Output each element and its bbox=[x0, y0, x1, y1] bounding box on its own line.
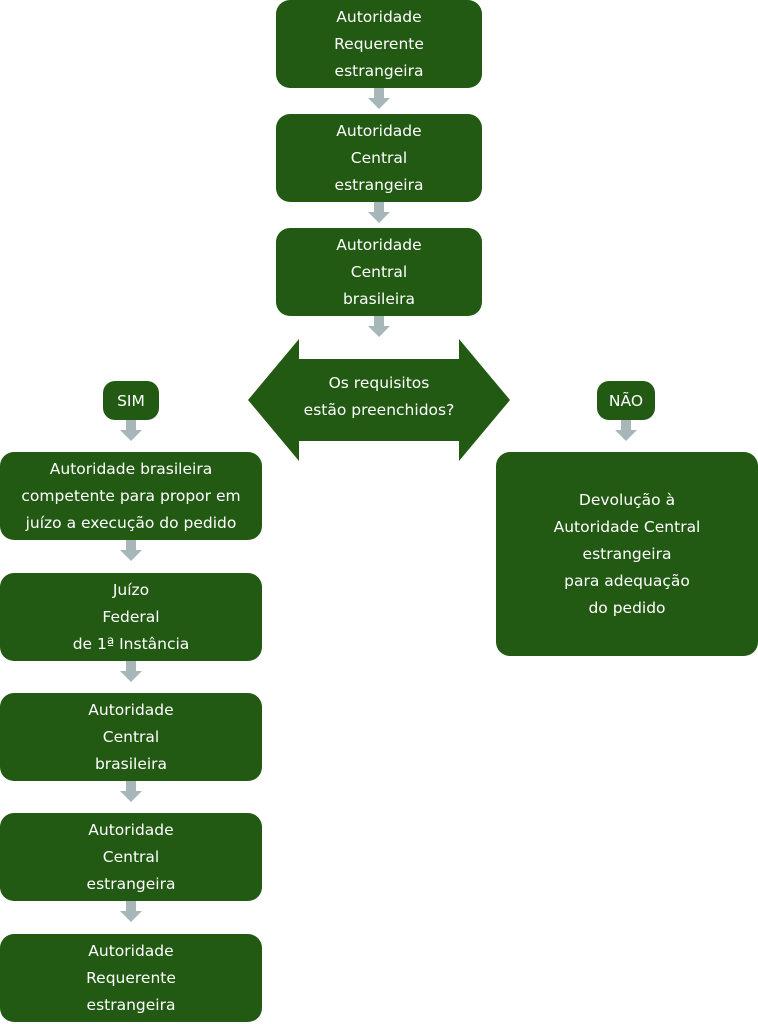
main-step-3: Autoridade Central brasileira bbox=[276, 228, 482, 316]
step-line: Autoridade bbox=[336, 235, 422, 254]
step-line: Autoridade bbox=[336, 121, 422, 140]
yes-label: SIM bbox=[103, 381, 159, 420]
step-line: estrangeira bbox=[334, 175, 424, 194]
yes-step-4: Autoridade Central estrangeira bbox=[0, 813, 262, 901]
step-line: Juízo bbox=[112, 580, 150, 599]
no-step-1: Devolução à Autoridade Central estrangei… bbox=[496, 452, 758, 656]
arrow-down-icon bbox=[368, 88, 390, 109]
step-line: estrangeira bbox=[334, 61, 424, 80]
step-line: Autoridade bbox=[88, 700, 174, 719]
step-line: Devolução à bbox=[578, 490, 676, 509]
decision-line: Os requisitos bbox=[328, 374, 430, 392]
step-line: Requerente bbox=[86, 968, 176, 987]
arrow-down-icon bbox=[120, 540, 142, 561]
yes-step-3: Autoridade Central brasileira bbox=[0, 693, 262, 781]
step-line: Central bbox=[350, 148, 408, 167]
arrow-down-icon bbox=[368, 202, 390, 223]
no-label-text: NÃO bbox=[608, 391, 644, 410]
step-line: competente para propor em bbox=[21, 486, 241, 505]
step-line: de 1ª Instância bbox=[72, 634, 190, 653]
yes-step-1: Autoridade brasileira competente para pr… bbox=[0, 452, 262, 540]
step-line: Federal bbox=[102, 607, 160, 626]
step-line: Autoridade bbox=[336, 7, 422, 26]
arrow-down-icon bbox=[120, 781, 142, 802]
step-line: Central bbox=[102, 847, 160, 866]
decision-question: Os requisitos estão preenchidos? bbox=[248, 370, 510, 424]
step-line: estrangeira bbox=[582, 544, 672, 563]
main-step-2: Autoridade Central estrangeira bbox=[276, 114, 482, 202]
yes-step-2: Juízo Federal de 1ª Instância bbox=[0, 573, 262, 661]
step-line: Central bbox=[102, 727, 160, 746]
step-line: Central bbox=[350, 262, 408, 281]
arrow-down-icon bbox=[120, 661, 142, 682]
arrow-down-icon bbox=[120, 420, 142, 441]
step-line: estrangeira bbox=[86, 995, 176, 1014]
step-line: brasileira bbox=[342, 289, 416, 308]
yes-step-5: Autoridade Requerente estrangeira bbox=[0, 934, 262, 1022]
main-step-1: Autoridade Requerente estrangeira bbox=[276, 0, 482, 88]
step-line: estrangeira bbox=[86, 874, 176, 893]
step-line: para adequação bbox=[564, 571, 690, 590]
step-line: Autoridade bbox=[88, 941, 174, 960]
step-line: Autoridade bbox=[88, 820, 174, 839]
decision-double-arrow bbox=[248, 339, 510, 461]
arrow-down-icon bbox=[368, 316, 390, 337]
no-label: NÃO bbox=[597, 381, 655, 420]
step-line: Autoridade Central bbox=[553, 517, 701, 536]
step-line: juízo a execução do pedido bbox=[25, 513, 237, 532]
step-line: Autoridade brasileira bbox=[49, 459, 213, 478]
yes-label-text: SIM bbox=[117, 391, 145, 410]
arrow-down-icon bbox=[615, 420, 637, 441]
decision-line: estão preenchidos? bbox=[303, 401, 455, 419]
arrow-down-icon bbox=[120, 901, 142, 922]
step-line: brasileira bbox=[94, 754, 168, 773]
step-line: do pedido bbox=[588, 598, 666, 617]
step-line: Requerente bbox=[334, 34, 424, 53]
